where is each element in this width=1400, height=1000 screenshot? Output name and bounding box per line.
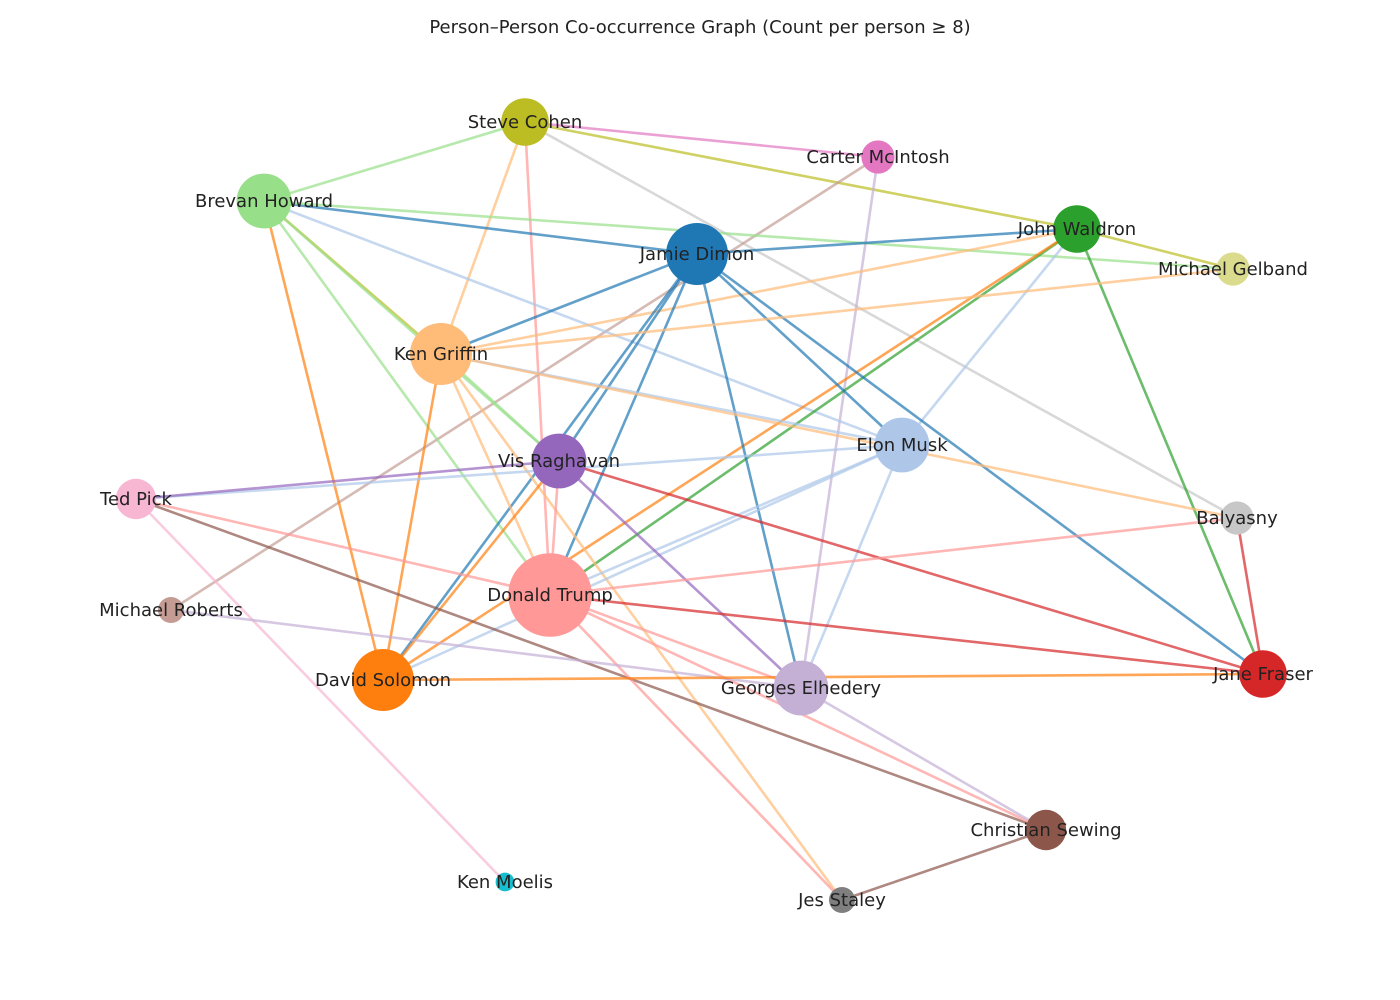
node-label-ted-pick: Ted Pick — [99, 489, 173, 510]
edge-georges-elhedery-christian-sewing — [800, 686, 1047, 832]
edge-vis-raghavan-jane-fraser — [558, 459, 1264, 676]
node-brevan-howard[interactable] — [236, 173, 292, 229]
node-label-donald-trump: Donald Trump — [487, 585, 613, 606]
edge-jamie-dimon-vis-raghavan — [557, 253, 699, 462]
node-label-brevan-howard: Brevan Howard — [195, 191, 333, 212]
node-jane-fraser[interactable] — [1239, 650, 1287, 698]
node-label-jamie-dimon: Jamie Dimon — [639, 244, 755, 265]
node-john-waldron[interactable] — [1053, 205, 1101, 253]
edge-christian-sewing-jes-staley — [841, 828, 1047, 902]
node-label-elon-musk: Elon Musk — [856, 435, 948, 456]
edge-jamie-dimon-ken-griffin — [440, 252, 698, 356]
node-ken-griffin[interactable] — [410, 323, 472, 385]
node-label-vis-raghavan: Vis Raghavan — [498, 451, 620, 472]
node-michael-roberts[interactable] — [158, 597, 184, 623]
edge-jamie-dimon-donald-trump — [548, 253, 699, 596]
node-david-solomon[interactable] — [352, 649, 414, 711]
edge-elon-musk-donald-trump — [549, 443, 903, 597]
node-carter-mcintosh[interactable] — [861, 140, 895, 174]
nodes-layer — [115, 98, 1287, 913]
node-label-carter-mcintosh: Carter McIntosh — [806, 147, 949, 168]
node-jamie-dimon[interactable] — [666, 223, 728, 285]
edge-vis-raghavan-georges-elhedery — [558, 460, 802, 689]
node-label-jane-fraser: Jane Fraser — [1212, 664, 1313, 685]
edge-vis-raghavan-ted-pick — [135, 459, 560, 501]
node-balyasny[interactable] — [1220, 501, 1254, 535]
edge-jamie-dimon-georges-elhedery — [695, 253, 803, 689]
edge-ted-pick-christian-sewing — [135, 497, 1047, 832]
edge-donald-trump-jane-fraser — [549, 593, 1264, 676]
node-label-ken-moelis: Ken Moelis — [457, 872, 553, 893]
edge-donald-trump-jes-staley — [549, 594, 843, 901]
edge-vis-raghavan-david-solomon — [381, 460, 561, 681]
edge-carter-mcintosh-georges-elhedery — [799, 156, 880, 689]
edge-brevan-howard-david-solomon — [262, 200, 385, 681]
edge-john-waldron-jane-fraser — [1075, 228, 1265, 675]
edge-donald-trump-georges-elhedery — [549, 593, 802, 690]
node-label-david-solomon: David Solomon — [315, 670, 451, 691]
edge-balyasny-jane-fraser — [1235, 517, 1265, 675]
edge-steve-cohen-john-waldron — [524, 120, 1078, 231]
edge-ken-griffin-balyasny — [440, 352, 1238, 520]
edge-steve-cohen-donald-trump — [523, 121, 552, 596]
node-michael-gelband[interactable] — [1216, 252, 1250, 286]
edge-michael-roberts-georges-elhedery — [170, 608, 802, 690]
node-label-michael-gelband: Michael Gelband — [1158, 259, 1308, 280]
edge-john-waldron-jamie-dimon — [696, 227, 1078, 256]
edge-brevan-howard-jamie-dimon — [263, 199, 698, 256]
edge-elon-musk-georges-elhedery — [799, 444, 904, 689]
node-steve-cohen[interactable] — [501, 98, 549, 146]
edge-balyasny-donald-trump — [549, 516, 1238, 597]
edge-jamie-dimon-elon-musk — [696, 253, 903, 446]
edge-elon-musk-ted-pick — [135, 443, 903, 501]
edge-steve-cohen-carter-mcintosh — [524, 120, 879, 159]
edge-john-waldron-ken-griffin — [440, 227, 1078, 356]
node-christian-sewing[interactable] — [1025, 809, 1067, 851]
edge-john-waldron-michael-gelband — [1076, 227, 1234, 271]
node-label-jes-staley: Jes Staley — [797, 890, 886, 911]
edge-ken-griffin-jes-staley — [439, 353, 844, 901]
node-label-balyasny: Balyasny — [1196, 508, 1278, 529]
chart-title: Person–Person Co-occurrence Graph (Count… — [429, 17, 970, 38]
edge-brevan-howard-donald-trump — [262, 200, 552, 596]
node-georges-elhedery[interactable] — [773, 660, 829, 716]
edge-ted-pick-ken-moelis — [135, 498, 506, 883]
edge-steve-cohen-ken-griffin — [439, 121, 527, 355]
edge-ted-pick-donald-trump — [135, 497, 551, 597]
node-jes-staley[interactable] — [829, 887, 855, 913]
edges-layer — [135, 120, 1265, 902]
edge-elon-musk-david-solomon — [382, 443, 903, 682]
node-ted-pick[interactable] — [115, 478, 157, 520]
edge-brevan-howard-michael-gelband — [263, 199, 1234, 271]
node-label-georges-elhedery: Georges Elhedery — [721, 678, 881, 699]
edge-brevan-howard-elon-musk — [263, 199, 903, 447]
node-donald-trump[interactable] — [508, 553, 592, 637]
edge-john-waldron-elon-musk — [900, 228, 1079, 446]
edge-michael-gelband-ken-griffin — [440, 267, 1234, 356]
edge-ken-griffin-david-solomon — [381, 353, 443, 681]
node-label-ken-griffin: Ken Griffin — [394, 344, 488, 365]
node-vis-raghavan[interactable] — [531, 433, 587, 489]
node-ken-moelis[interactable] — [495, 872, 515, 892]
node-label-steve-cohen: Steve Cohen — [468, 112, 582, 133]
node-label-christian-sewing: Christian Sewing — [970, 820, 1121, 841]
edge-john-waldron-david-solomon — [382, 227, 1078, 682]
node-label-john-waldron: John Waldron — [1017, 219, 1136, 240]
edge-steve-cohen-brevan-howard — [263, 120, 526, 203]
node-label-michael-roberts: Michael Roberts — [99, 600, 243, 621]
node-elon-musk[interactable] — [874, 417, 930, 473]
edge-steve-cohen-balyasny — [524, 120, 1238, 520]
